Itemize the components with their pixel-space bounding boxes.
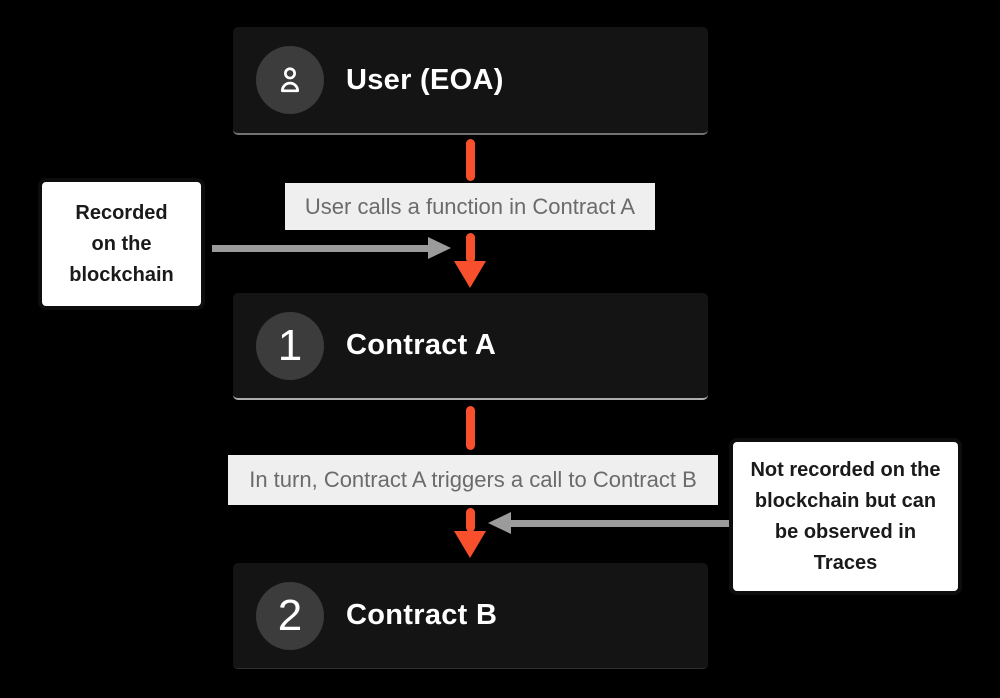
annotation-arrow-left-shaft (212, 245, 428, 252)
step-2-badge: 2 (256, 581, 324, 650)
annotation-arrow-right-arrowhead-icon (488, 512, 511, 534)
flow-arrow-2-shaft-bottom (466, 508, 475, 532)
flow-arrow-1-shaft-top (466, 139, 475, 181)
node-contract-b-label: Contract B (346, 599, 498, 631)
flow-arrow-2-shaft-top (466, 406, 475, 450)
annotation-line: Not recorded on the (750, 458, 941, 481)
flow-arrow-1-shaft-bottom (466, 233, 475, 263)
step-1-badge: 1 (256, 311, 324, 380)
annotation-arrow-left-arrowhead-icon (428, 237, 451, 259)
flow-step-label-1: User calls a function in Contract A (285, 183, 655, 230)
annotation-not-recorded-traces: Not recorded on the blockchain but can b… (729, 438, 962, 595)
node-user-label: User (EOA) (346, 63, 504, 96)
flow-arrow-1-arrowhead-icon (454, 261, 486, 288)
node-contract-b: 2 Contract B (233, 563, 708, 669)
annotation-line: Recorded (75, 201, 168, 224)
user-avatar (256, 46, 324, 114)
node-user-eoa: User (EOA) (233, 27, 708, 135)
user-icon (281, 67, 299, 93)
annotation-line: be observed in (774, 520, 917, 543)
node-contract-a: 1 Contract A (233, 293, 708, 400)
flow-step-label-2: In turn, Contract A triggers a call to C… (228, 455, 718, 505)
annotation-line: on the (91, 232, 152, 255)
annotation-line: blockchain but can (754, 489, 937, 512)
annotation-recorded-on-blockchain: Recorded on the blockchain (38, 178, 205, 310)
annotation-line: blockchain (69, 263, 174, 286)
annotation-arrow-right-shaft (511, 520, 729, 527)
annotation-line: Traces (813, 551, 878, 574)
node-contract-a-label: Contract A (346, 329, 497, 361)
flow-arrow-2-arrowhead-icon (454, 531, 486, 558)
